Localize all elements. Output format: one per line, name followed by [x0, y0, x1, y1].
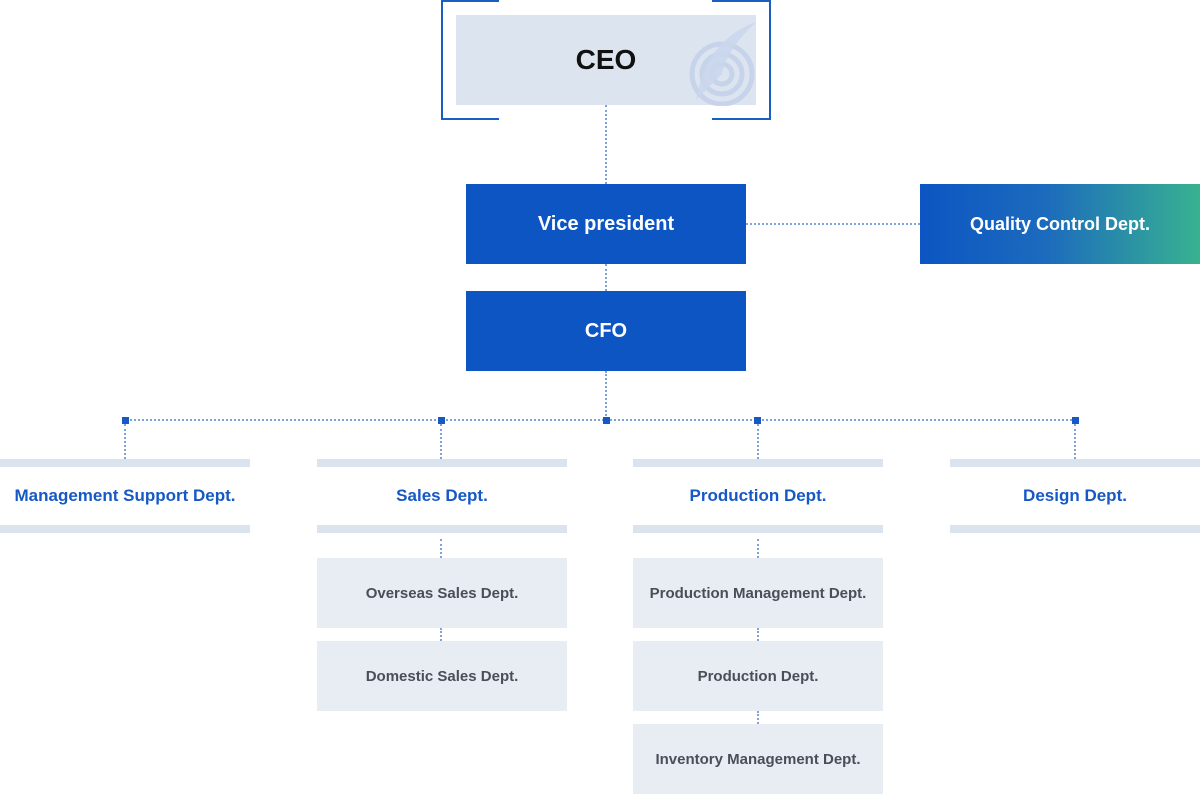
ceo-frame-top-right [712, 0, 771, 2]
department-bottom-bar [0, 525, 250, 533]
sub-department-box: Production Management Dept. [633, 558, 883, 628]
connector-cfo-bus [605, 371, 607, 420]
quality-control-label: Quality Control Dept. [970, 213, 1150, 234]
department-label: Management Support Dept. [14, 486, 236, 505]
ceo-label: CEO [575, 44, 637, 75]
bus-node [438, 417, 445, 424]
company-logo-icon [689, 22, 756, 106]
vice-president-box: Vice president [466, 184, 746, 264]
cfo-box: CFO [466, 291, 746, 371]
connector-vp-qc [746, 223, 920, 225]
connector-sub [757, 539, 759, 558]
bus-node [754, 417, 761, 424]
department-design: Design Dept. [950, 459, 1200, 533]
department-label: Design Dept. [1023, 486, 1127, 505]
connector-vp-cfo [605, 264, 607, 291]
sub-department-label: Inventory Management Dept. [655, 750, 861, 768]
department-bus-line [125, 419, 1076, 421]
connector-drop [757, 424, 759, 459]
department-top-bar [0, 459, 250, 467]
connector-drop [124, 424, 126, 459]
sub-department-box: Overseas Sales Dept. [317, 558, 567, 628]
connector-drop [1074, 424, 1076, 459]
department-bottom-bar [317, 525, 567, 533]
sub-department-box: Inventory Management Dept. [633, 724, 883, 794]
department-label: Production Dept. [689, 486, 827, 505]
sub-department-label: Production Dept. [697, 667, 819, 685]
connector-sub [440, 539, 442, 558]
department-top-bar [633, 459, 883, 467]
bus-node [1072, 417, 1079, 424]
department-sales: Sales Dept. [317, 459, 567, 533]
department-bottom-bar [633, 525, 883, 533]
sub-department-label: Overseas Sales Dept. [365, 584, 519, 602]
department-top-bar [317, 459, 567, 467]
bus-node [603, 417, 610, 424]
sub-department-label: Production Management Dept. [649, 584, 867, 602]
connector-sub [757, 711, 759, 724]
ceo-frame-top-left [441, 0, 499, 2]
ceo-frame-bottom-right [712, 118, 771, 120]
sub-department-label: Domestic Sales Dept. [365, 667, 519, 685]
bus-node [122, 417, 129, 424]
connector-sub [440, 628, 442, 641]
department-top-bar [950, 459, 1200, 467]
connector-sub [757, 628, 759, 641]
sub-department-box: Domestic Sales Dept. [317, 641, 567, 711]
connector-ceo-vp [605, 105, 607, 184]
department-label: Sales Dept. [396, 486, 488, 505]
ceo-frame-bottom-left [441, 118, 499, 120]
cfo-label: CFO [584, 319, 628, 342]
ceo-frame-left [441, 0, 443, 120]
department-bottom-bar [950, 525, 1200, 533]
ceo-frame-right [769, 0, 771, 120]
department-production: Production Dept. [633, 459, 883, 533]
sub-department-box: Production Dept. [633, 641, 883, 711]
vice-president-label: Vice president [537, 212, 675, 235]
quality-control-box: Quality Control Dept. [920, 184, 1200, 264]
connector-drop [440, 424, 442, 459]
department-management-support: Management Support Dept. [0, 459, 250, 533]
